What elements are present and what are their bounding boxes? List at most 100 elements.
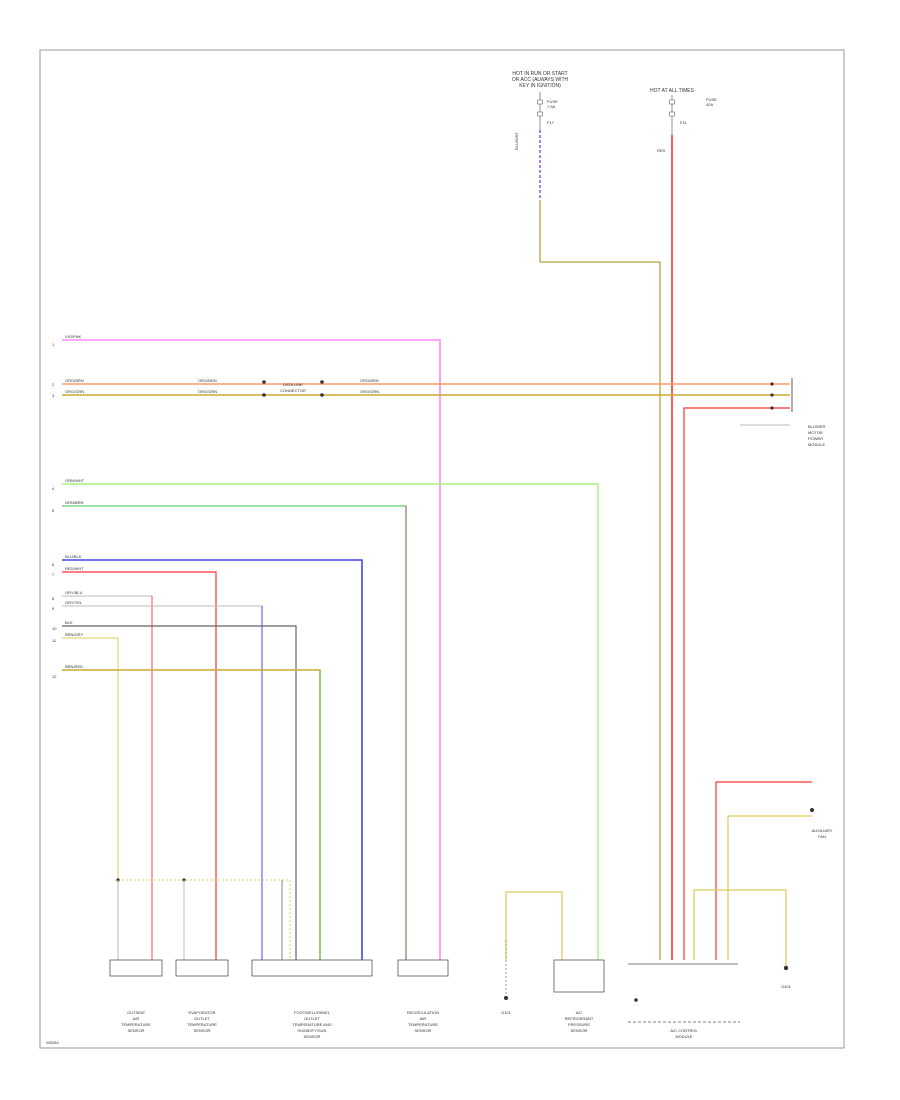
wire-label-org-grn-3: ORG/GRN bbox=[360, 389, 379, 394]
svg-text:8: 8 bbox=[52, 596, 55, 601]
left-connector-pins: 1 2 3 4 5 6 7 8 9 10 11 12 bbox=[52, 342, 57, 679]
wire-aux-fan-feed bbox=[715, 781, 812, 960]
wire-blu-blk bbox=[62, 559, 363, 960]
evaporator-outlet-temperature-sensor: EVAPORATOR OUTLET TEMPERATURE SENSOR bbox=[175, 959, 229, 1033]
svg-text:REFRIGERANT: REFRIGERANT bbox=[565, 1016, 594, 1021]
svg-text:EVAPORATOR: EVAPORATOR bbox=[188, 1010, 215, 1015]
power-source-run: HOT IN RUN OR START OR ACC (ALWAYS WITH … bbox=[512, 71, 569, 89]
auxiliary-fan: AUXILIARY FAN bbox=[812, 828, 833, 839]
wire-label-org-grn-2: ORG/GRN bbox=[198, 389, 217, 394]
footwell-panel-sensor: FOOTWELL/PANEL OUTLET TEMPERATURE AND HU… bbox=[251, 959, 373, 1039]
ground-label-2: G401 bbox=[781, 984, 792, 989]
svg-text:SENSOR: SENSOR bbox=[194, 1028, 211, 1033]
wire-label-org-grn: ORG/GRN bbox=[65, 389, 84, 394]
fuse-left: FUSE 7.5A F17 bbox=[537, 92, 558, 130]
power-label-run-2: OR ACC (ALWAYS WITH bbox=[512, 77, 569, 83]
wire-label-run-1: BLU/WHT bbox=[514, 131, 519, 150]
svg-text:AIR: AIR bbox=[420, 1016, 427, 1021]
svg-text:12: 12 bbox=[52, 674, 57, 679]
wire-red-wht bbox=[62, 571, 217, 960]
svg-text:SENSOR: SENSOR bbox=[415, 1028, 432, 1033]
wire-blower-red bbox=[683, 407, 790, 960]
svg-text:TEMPERATURE AND: TEMPERATURE AND bbox=[292, 1022, 331, 1027]
svg-text:SENSOR: SENSOR bbox=[571, 1028, 588, 1033]
wire-run-feed-2 bbox=[539, 200, 661, 960]
svg-text:AIR: AIR bbox=[133, 1016, 140, 1021]
svg-text:TEMPERATURE: TEMPERATURE bbox=[408, 1022, 438, 1027]
data-link-label-2: CONNECTOR bbox=[280, 388, 306, 393]
wire-vio-pnk bbox=[62, 339, 441, 960]
svg-text:FAN: FAN bbox=[818, 834, 826, 839]
svg-text:A/C: A/C bbox=[576, 1010, 583, 1015]
footer-code: W0284 bbox=[46, 1040, 59, 1045]
svg-text:FOOTWELL/PANEL: FOOTWELL/PANEL bbox=[294, 1010, 331, 1015]
power-source-always: HOT AT ALL TIMES bbox=[650, 88, 695, 94]
svg-text:OUTSIDE: OUTSIDE bbox=[127, 1010, 145, 1015]
wire-label-gry-blu: GRY/BLU bbox=[65, 590, 83, 595]
svg-text:6: 6 bbox=[52, 562, 55, 567]
ac-control-module: A/C CONTROL MODULE bbox=[628, 963, 740, 1039]
fuse-left-label-2: 7.5A bbox=[547, 104, 556, 109]
blower-label-1: BLOWER bbox=[808, 424, 825, 429]
fuse-right: FUSE 40A F11 bbox=[669, 95, 717, 135]
wire-label-gry-yel: GRY/YEL bbox=[65, 600, 83, 605]
wire-label-grn-wht: GRN/WHT bbox=[65, 478, 85, 483]
wire-label-vio-pnk: VIO/PNK bbox=[65, 334, 82, 339]
fuse-right-id: F11 bbox=[680, 120, 687, 125]
svg-text:11: 11 bbox=[52, 638, 57, 643]
blower-module: BLOWER MOTOR POWER MODULE bbox=[740, 378, 825, 447]
svg-text:SENSOR: SENSOR bbox=[304, 1034, 321, 1039]
wire-label-red-wht: RED/WHT bbox=[65, 566, 84, 571]
svg-text:PRESSURE: PRESSURE bbox=[568, 1022, 590, 1027]
wire-label-org-brn-3: ORG/BRN bbox=[360, 378, 379, 383]
wire-gry-yel bbox=[62, 605, 263, 960]
recirculation-air-temperature-sensor: RECIRCULATION AIR TEMPERATURE SENSOR bbox=[397, 959, 449, 1033]
wire-gry-blu bbox=[62, 595, 153, 960]
svg-text:AUXILIARY: AUXILIARY bbox=[812, 828, 833, 833]
wire-brn-red bbox=[62, 669, 321, 960]
svg-text:TEMPERATURE: TEMPERATURE bbox=[187, 1022, 217, 1027]
wire-label-brn-gry: BRN/GRY bbox=[65, 632, 83, 637]
wire-grn-brn bbox=[62, 505, 407, 960]
outside-air-temperature-sensor: OUTSIDE AIR TEMPERATURE SENSOR bbox=[109, 959, 163, 1033]
blower-label-2: MOTOR bbox=[808, 430, 823, 435]
ground-label-1: G101 bbox=[501, 1010, 512, 1015]
power-label-always: HOT AT ALL TIMES bbox=[650, 88, 695, 94]
wire-aux-fan-sig bbox=[727, 815, 812, 960]
svg-text:7: 7 bbox=[52, 572, 55, 577]
svg-text:A/C CONTROL: A/C CONTROL bbox=[670, 1028, 698, 1033]
svg-text:RECIRCULATION: RECIRCULATION bbox=[407, 1010, 439, 1015]
svg-text:TEMPERATURE: TEMPERATURE bbox=[121, 1022, 151, 1027]
wire-pressure-sensor bbox=[505, 891, 563, 960]
data-link-label-1: DATA LINK bbox=[283, 382, 303, 387]
svg-text:5: 5 bbox=[52, 508, 55, 513]
svg-text:3: 3 bbox=[52, 393, 55, 398]
wire-label-battery: RED bbox=[657, 148, 666, 153]
fuse-right-label-1: FUSE bbox=[706, 97, 717, 102]
wire-label-brn-red: BRN/RED bbox=[65, 664, 83, 669]
svg-text:OUTLET: OUTLET bbox=[194, 1016, 210, 1021]
svg-text:MODULE: MODULE bbox=[675, 1034, 692, 1039]
splice-sensor-ground bbox=[118, 879, 291, 960]
fuse-left-id: F17 bbox=[547, 120, 555, 125]
wire-aux-fan-ground bbox=[693, 889, 787, 968]
svg-text:2: 2 bbox=[52, 382, 55, 387]
wire-label-org-brn: ORG/BRN bbox=[65, 378, 84, 383]
fuse-left-label-1: FUSE bbox=[547, 99, 558, 104]
svg-text:9: 9 bbox=[52, 606, 55, 611]
wire-brn-gry bbox=[62, 637, 119, 880]
wire-label-blu-blk: BLU/BLK bbox=[65, 554, 82, 559]
data-link-connector: DATA LINK CONNECTOR bbox=[262, 380, 324, 397]
blower-label-3: POWER bbox=[808, 436, 823, 441]
blower-label-4: MODULE bbox=[808, 442, 825, 447]
wire-grn-wht bbox=[62, 483, 599, 960]
wire-label-org-brn-2: ORG/BRN bbox=[198, 378, 217, 383]
power-label-run-3: KEY IN IGNITION) bbox=[519, 83, 561, 89]
diagram-border bbox=[39, 49, 845, 1049]
svg-text:SENSOR: SENSOR bbox=[128, 1028, 145, 1033]
wire-label-blk: BLK bbox=[65, 620, 73, 625]
wire-label-grn-brn: GRN/BRN bbox=[65, 500, 84, 505]
svg-text:OUTLET: OUTLET bbox=[304, 1016, 320, 1021]
svg-text:HUMIDITY/SUN: HUMIDITY/SUN bbox=[298, 1028, 327, 1033]
